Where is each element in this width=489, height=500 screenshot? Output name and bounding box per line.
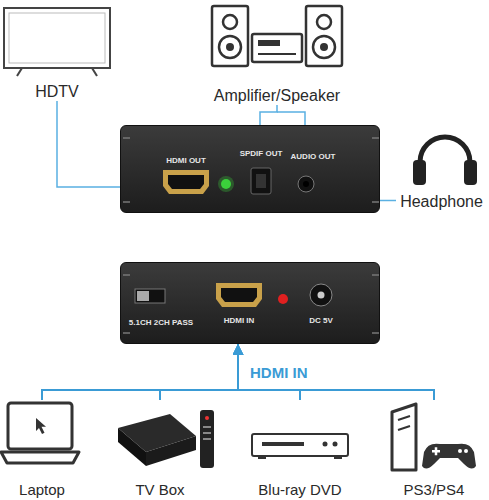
port-label: 5.1CH 2CH PASS bbox=[129, 319, 193, 328]
port-label: DC 5V bbox=[309, 317, 333, 326]
panel-ports bbox=[121, 263, 381, 345]
port-label: SPDIF OUT bbox=[240, 150, 283, 159]
port-label: HDMI OUT bbox=[166, 157, 206, 166]
output-line bbox=[380, 200, 396, 202]
device-label: Blu-ray DVD bbox=[258, 481, 341, 498]
output-line bbox=[57, 101, 120, 187]
source-device: PS3/PS4 bbox=[394, 400, 474, 498]
tv-label: HDTV bbox=[31, 80, 83, 101]
device-label: Laptop bbox=[19, 481, 65, 498]
source-device: Laptop bbox=[2, 400, 82, 498]
tv-icon bbox=[4, 8, 110, 76]
hdmi-input-line bbox=[42, 344, 238, 400]
leader-line bbox=[277, 112, 305, 125]
device-label: Amplifier/Speaker bbox=[214, 87, 340, 105]
bluray-icon bbox=[252, 434, 348, 459]
headphone-label: Headphone bbox=[396, 190, 487, 211]
hdmi-input-line bbox=[160, 344, 238, 400]
port-label: AUDIO OUT bbox=[291, 153, 336, 162]
device-label: PS3/PS4 bbox=[404, 481, 465, 498]
panel-ports bbox=[121, 126, 381, 214]
extractor-front-panel: HDMI OUT SPDIF OUT AUDIO OUT bbox=[120, 125, 380, 213]
device-label: Headphone bbox=[400, 193, 483, 211]
device-label: HDTV bbox=[35, 83, 79, 101]
headphone-icon bbox=[413, 137, 477, 185]
speaker-icon bbox=[212, 6, 342, 66]
laptop-icon bbox=[1, 403, 79, 463]
extractor-back-panel: 5.1CH 2CH PASS HDMI IN DC 5V bbox=[120, 262, 380, 344]
speaker-label: Amplifier/Speaker bbox=[210, 84, 345, 105]
tvbox-icon bbox=[118, 410, 214, 468]
source-device: Blu-ray DVD bbox=[254, 400, 346, 498]
port-label: HDMI IN bbox=[224, 317, 255, 326]
device-label: TV Box bbox=[135, 481, 184, 498]
console-icon bbox=[392, 404, 476, 470]
output-line bbox=[260, 105, 277, 125]
source-device: TV Box bbox=[120, 400, 200, 498]
hdmi-input-line bbox=[238, 344, 434, 400]
bus-label: HDMI IN bbox=[248, 364, 310, 381]
